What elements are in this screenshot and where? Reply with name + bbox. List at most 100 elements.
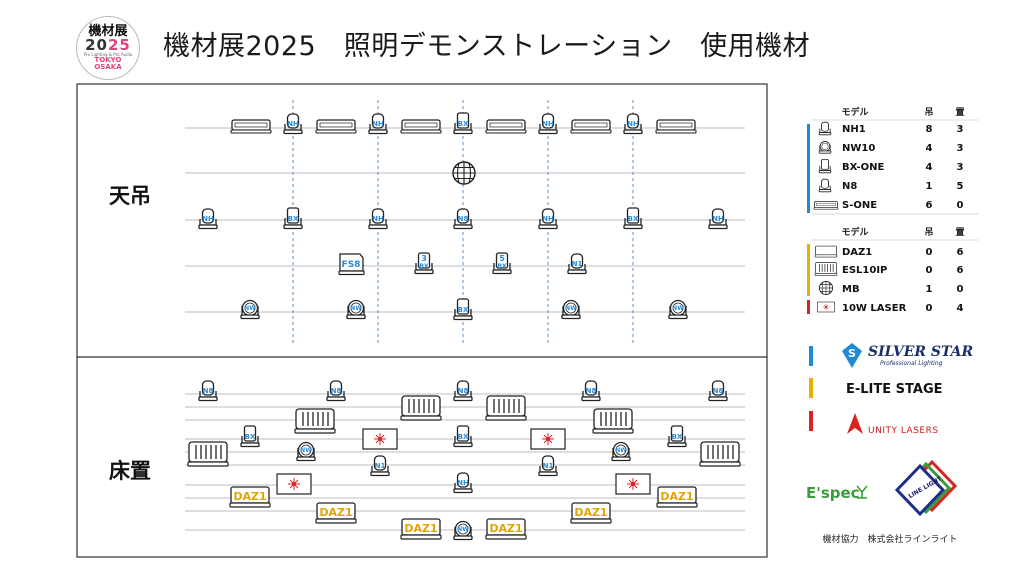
table-cell-place: 6 [957, 247, 964, 258]
fixture-label: NH [457, 479, 469, 487]
fixture-label: N8 [331, 387, 342, 395]
table-cell-model: MB [842, 284, 860, 295]
ceiling-strip-light [570, 119, 612, 134]
fixture-label: NH [372, 215, 384, 223]
fixture-label: N8 [586, 387, 597, 395]
table-cell-hang: 6 [926, 200, 933, 211]
floor-laser [362, 428, 398, 450]
espec-mark-icon [856, 485, 868, 499]
table-cell-place: 3 [957, 124, 964, 135]
stage-frame [76, 83, 768, 558]
unity-brand: UNITY LASERS [868, 426, 939, 436]
floor-strobe-light [485, 395, 527, 421]
ceiling-strip-light [400, 119, 442, 134]
floor-strobe-light [400, 395, 442, 421]
fixture-label: NH [202, 215, 214, 223]
floor-laser [530, 428, 566, 450]
brand-legend: S SILVER STAR Professional Lighting E-LI… [806, 343, 973, 545]
fixture-label: NW [300, 447, 312, 454]
mirror-ball-icon [452, 161, 476, 185]
fixture-label: N8 [458, 215, 469, 223]
table-header-hang: 吊 [924, 107, 933, 118]
espec-brand: E'spec [806, 484, 860, 502]
table-cell-place: 6 [957, 265, 964, 276]
section-label-ceiling: 天吊 [109, 184, 151, 208]
fixture-label: N1 [543, 462, 554, 470]
fixture-label: NH [627, 120, 639, 128]
table-cell-hang: 4 [926, 162, 933, 173]
table-cell-model: S-ONE [842, 200, 877, 211]
elite-color-bar [809, 378, 813, 398]
fixture-label: DAZ1 [404, 522, 437, 535]
event-logo: 機材展 2025 Pro Lighting & Pro Audio TOKYO … [76, 16, 140, 80]
fixture-label: N8 [458, 387, 469, 395]
table-cell-model: 10W LASER [842, 303, 907, 314]
fixture-label: N1 [572, 260, 583, 268]
equipment-credit: 機材協力 株式会社ラインライト [822, 533, 957, 545]
fixture-label: NH [287, 120, 299, 128]
fixture-label: BX [672, 433, 683, 441]
ceiling-strip-light [230, 119, 272, 134]
fixture-label: NW [244, 305, 256, 312]
silver-star-group-bar [807, 124, 810, 213]
fixture-label: BX [458, 433, 469, 441]
fixture-label: BX [458, 306, 469, 314]
fixture-label: BX [419, 263, 429, 270]
table-cell-model: ESL10IP [842, 265, 887, 276]
fixture-label: NW [615, 447, 627, 454]
floor-strobe-light [187, 441, 229, 467]
table-cell-hang: 1 [926, 284, 933, 295]
fixture-label: BX [497, 263, 507, 270]
table-header-place: 置 [955, 227, 964, 238]
fixture-label: N1 [375, 462, 386, 470]
section-label-floor: 床置 [109, 459, 151, 483]
fixture-label: DAZ1 [233, 490, 266, 503]
fixture-label: BX [458, 120, 469, 128]
floor-laser [276, 473, 312, 495]
unity-color-bar [809, 411, 813, 431]
floor-strobe-light [592, 408, 634, 434]
logo-subline: Pro Lighting & Pro Audio [83, 52, 133, 57]
fixture-label: NW [457, 526, 469, 533]
ceiling-strip-light [655, 119, 697, 134]
table-cell-model: BX-ONE [842, 162, 885, 173]
fixture-label: NW [672, 305, 684, 312]
floor-laser [615, 473, 651, 495]
table-cell-model: DAZ1 [842, 247, 872, 258]
fixture-label: N8 [713, 387, 724, 395]
fixture-label: DAZ1 [489, 522, 522, 535]
ceiling-strip-light [315, 119, 357, 134]
table-cell-hang: 0 [926, 303, 933, 314]
page-title: 機材展2025 照明デモンストレーション 使用機材 [163, 31, 811, 62]
table-header-model: モデル [841, 226, 868, 238]
logo-year: 2025 [85, 36, 131, 54]
fixture-label: NH [542, 215, 554, 223]
logo-city-osaka: OSAKA [94, 63, 122, 71]
logo-city-tokyo: TOKYO [94, 56, 122, 64]
silver-star-subtitle: Professional Lighting [880, 360, 943, 367]
fixture-label: FS8 [342, 260, 361, 270]
table-header-model: モデル [841, 106, 868, 118]
unity-group-bar [807, 300, 810, 314]
table-cell-model: NW10 [842, 143, 875, 154]
equipment-table: モデル 吊 置 NH1 8 3 NW10 4 3 BX-ONE 4 3 N8 1… [807, 106, 978, 314]
fixture-label: NH [542, 120, 554, 128]
fixture-label: NH [372, 120, 384, 128]
unity-logo-icon [847, 413, 863, 434]
table-cell-hang: 4 [926, 143, 933, 154]
fixture-label: DAZ1 [660, 490, 693, 503]
floor-strobe-light [294, 408, 336, 434]
fixture-label: NH [712, 215, 724, 223]
fixture-label: 5 [499, 254, 505, 263]
elite-brand: E-LITE STAGE [846, 382, 943, 397]
fixture-label: BX [288, 215, 299, 223]
silver-star-logo: S SILVER STAR Professional Lighting [842, 343, 973, 368]
silver-star-brand: SILVER STAR [868, 344, 973, 360]
table-cell-hang: 1 [926, 181, 933, 192]
floor-strobe-light [699, 441, 741, 467]
elite-group-bar [807, 244, 810, 296]
table-cell-place: 0 [957, 284, 964, 295]
fixture-label: NW [350, 305, 362, 312]
table-cell-place: 0 [957, 200, 964, 211]
